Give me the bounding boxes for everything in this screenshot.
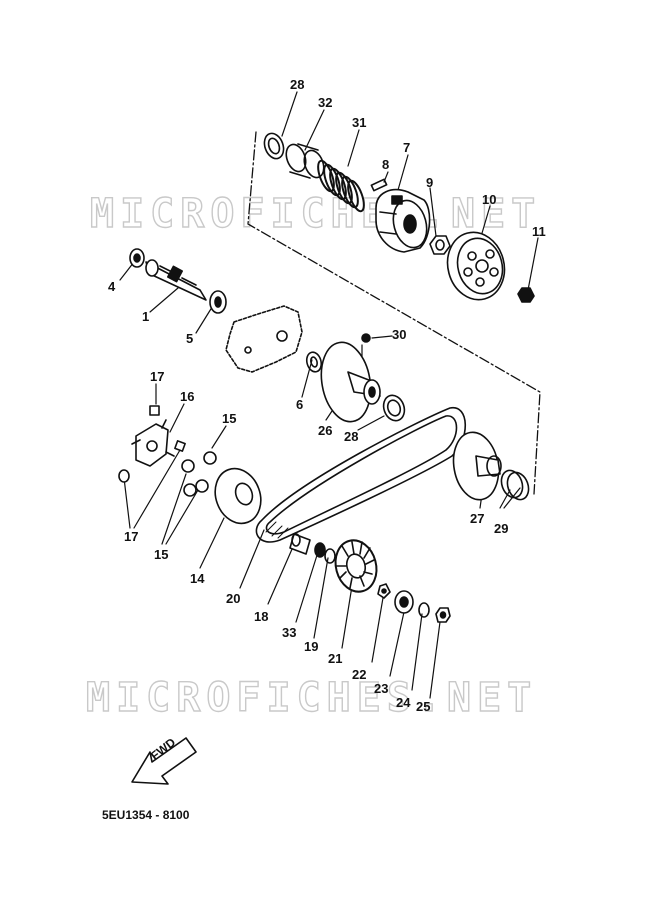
callout-15-bottom: 15 bbox=[154, 547, 169, 562]
part-14-movable-sheave bbox=[214, 467, 262, 525]
callout-32: 32 bbox=[318, 95, 333, 110]
part-23-gear bbox=[394, 590, 414, 614]
part-7-clutch-carrier bbox=[375, 188, 431, 253]
callout-23: 23 bbox=[374, 681, 389, 696]
leader-lines bbox=[119, 91, 539, 699]
part-25-nut bbox=[435, 607, 451, 623]
callout-8: 8 bbox=[382, 157, 390, 172]
callout-27: 27 bbox=[470, 511, 485, 526]
callout-31: 31 bbox=[352, 115, 367, 130]
part-20-v-belt bbox=[255, 407, 466, 543]
assembly-boundary bbox=[247, 131, 541, 495]
part-29-rings bbox=[500, 469, 530, 501]
callout-6: 6 bbox=[296, 397, 304, 412]
part-30-screw bbox=[361, 333, 371, 343]
part-16-cam-plate bbox=[131, 419, 175, 467]
part-28-lower-washer bbox=[382, 394, 406, 422]
callout-28-top: 28 bbox=[290, 77, 305, 92]
callout-1: 1 bbox=[142, 309, 150, 324]
part-15-rollers bbox=[181, 451, 217, 497]
part-19-washer bbox=[324, 548, 336, 564]
part-31-spring bbox=[317, 159, 365, 213]
callout-17-bottom: 17 bbox=[124, 529, 139, 544]
part-22-star bbox=[377, 583, 391, 599]
callout-26: 26 bbox=[318, 423, 333, 438]
callout-21: 21 bbox=[328, 651, 343, 666]
callout-19: 19 bbox=[304, 639, 319, 654]
part-9-nut bbox=[429, 235, 451, 255]
callout-15-top: 15 bbox=[222, 411, 237, 426]
callout-11: 11 bbox=[532, 224, 546, 239]
callout-5: 5 bbox=[186, 331, 194, 346]
callout-20: 20 bbox=[226, 591, 241, 606]
part-26-fixed-sheave bbox=[320, 341, 381, 423]
gear-cover-plate bbox=[225, 305, 303, 373]
part-10-clutch-housing bbox=[446, 231, 506, 301]
fwd-arrow bbox=[131, 737, 197, 785]
drawing-code: 5EU1354 - 8100 bbox=[102, 808, 190, 822]
part-24-washer bbox=[418, 602, 430, 618]
callout-9: 9 bbox=[426, 175, 434, 190]
part-28-washer bbox=[263, 132, 285, 160]
part-8-pin bbox=[370, 178, 388, 192]
part-27-secondary-sheave bbox=[452, 431, 502, 501]
callout-22: 22 bbox=[352, 667, 367, 682]
callout-14: 14 bbox=[190, 571, 205, 586]
part-18-collar bbox=[289, 533, 311, 555]
part-17-sliders bbox=[118, 405, 186, 483]
callout-28-lower: 28 bbox=[344, 429, 359, 444]
callout-33: 33 bbox=[282, 625, 297, 640]
part-5-bearing bbox=[209, 290, 227, 314]
part-6-washer bbox=[305, 351, 323, 373]
callout-7: 7 bbox=[403, 140, 411, 155]
callout-18: 18 bbox=[254, 609, 269, 624]
callout-30: 30 bbox=[392, 327, 407, 342]
callout-16: 16 bbox=[180, 389, 195, 404]
part-11-nut bbox=[517, 287, 535, 303]
callout-29: 29 bbox=[494, 521, 509, 536]
callout-17-top: 17 bbox=[150, 369, 165, 384]
part-4-bearing bbox=[129, 248, 145, 268]
watermark-top: MICROFICHES.NET bbox=[89, 191, 542, 237]
part-33-washer bbox=[314, 542, 326, 558]
watermark-bottom: MICROFICHES.NET bbox=[85, 675, 538, 721]
part-1-shaft bbox=[145, 259, 207, 301]
callout-10: 10 bbox=[482, 192, 497, 207]
part-21-fan bbox=[334, 539, 378, 593]
callout-24: 24 bbox=[396, 695, 411, 710]
callout-25: 25 bbox=[416, 699, 431, 714]
callout-4: 4 bbox=[108, 279, 116, 294]
